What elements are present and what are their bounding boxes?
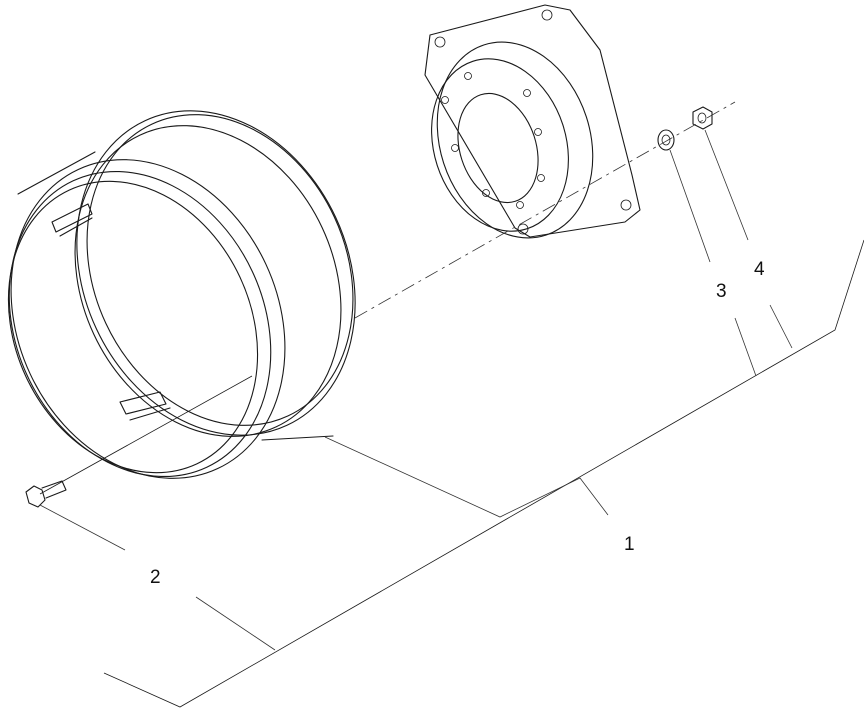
callout-1: 1 [624, 534, 635, 555]
wheel-nut [692, 106, 713, 130]
bolt-axis-line [39, 375, 253, 495]
reference-frame [103, 239, 864, 708]
wheel-rim [7, 110, 356, 479]
wheel-hub-flange [424, 4, 641, 239]
leader-lines [39, 129, 793, 651]
center-axis-line [354, 101, 736, 319]
callout-4: 4 [754, 259, 765, 280]
washer [657, 129, 675, 151]
callout-2: 2 [150, 567, 161, 588]
wheel-bolt [25, 480, 67, 508]
callout-3: 3 [716, 281, 727, 302]
